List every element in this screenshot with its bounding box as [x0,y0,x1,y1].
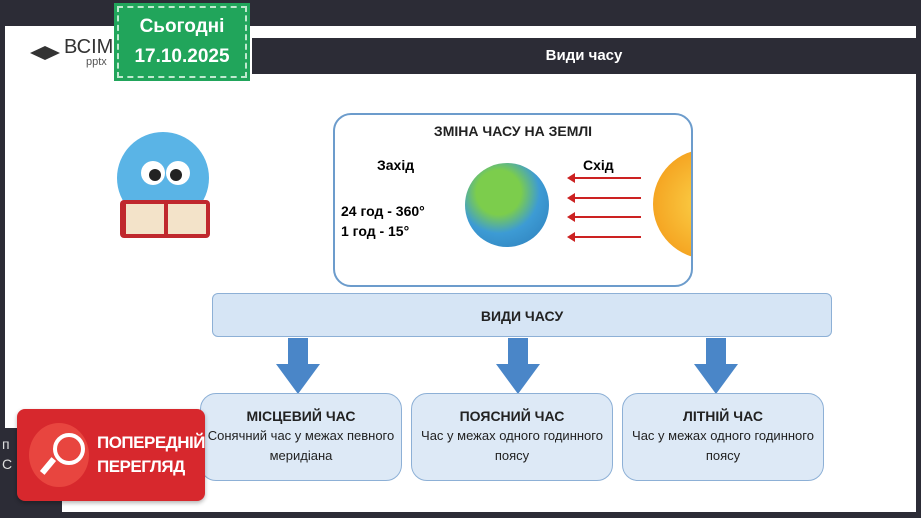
earth-time-panel: ЗМІНА ЧАСУ НА ЗЕМЛІ Захід Схід 24 год - … [333,113,693,287]
rotation-fact-2: 1 год - 15° [341,223,410,239]
arrow-left-icon [567,173,641,183]
arrow-down-icon [496,338,540,394]
page-title: Види часу [252,38,916,74]
arrow-left-icon [567,232,641,242]
date-label: Сьогодні [139,16,225,37]
west-label: Захід [377,157,415,173]
date-value: 17.10.2025 [134,46,230,67]
date-badge: Сьогодні 17.10.2025 [114,3,250,81]
preview-label: ПОПЕРЕДНІЙ [96,433,206,452]
earth-icon [465,163,549,247]
fragment-text: п [2,436,10,452]
fragment-text: С [2,456,13,472]
card-text: Сонячний час у межах певного меридіана [207,428,395,463]
arrow-left-icon [567,212,641,222]
logo-sub: pptx [86,56,107,68]
rotation-fact-1: 24 год - 360° [341,203,425,219]
logo-brand: ВСІМ [64,36,114,58]
globe-character-illustration [117,132,210,238]
card-title: ПОЯСНИЙ ЧАС [459,408,565,424]
panel-title: ЗМІНА ЧАСУ НА ЗЕМЛІ [433,123,593,139]
arrow-down-icon [694,338,738,394]
preview-button[interactable]: ПОПЕРЕДНІЙ ПЕРЕГЛЯД [17,409,206,501]
card-title: ЛІТНІЙ ЧАС [683,408,763,424]
preview-label: ПЕРЕГЛЯД [96,457,185,476]
sun-icon [653,149,691,259]
card-text: Час у межах одного годинного поясу [421,428,603,463]
card-summer-time: ЛІТНІЙ ЧАС Час у межах одного годинного п… [622,393,824,481]
arrow-down-icon [276,338,320,394]
arrow-left-icon [567,193,641,203]
graduation-cap-icon [30,46,60,60]
card-zone-time: ПОЯСНИЙ ЧАС Час у межах одного годинного … [411,393,613,481]
east-label: Схід [583,157,614,173]
card-local-time: МІСЦЕВИЙ ЧАС Сонячний час у межах певного… [200,393,402,481]
card-title: МІСЦЕВИЙ ЧАС [246,408,356,424]
card-text: Час у межах одного годинного поясу [632,428,814,463]
time-types-header: ВИДИ ЧАСУ [212,293,832,337]
magnifier-icon [29,423,89,487]
